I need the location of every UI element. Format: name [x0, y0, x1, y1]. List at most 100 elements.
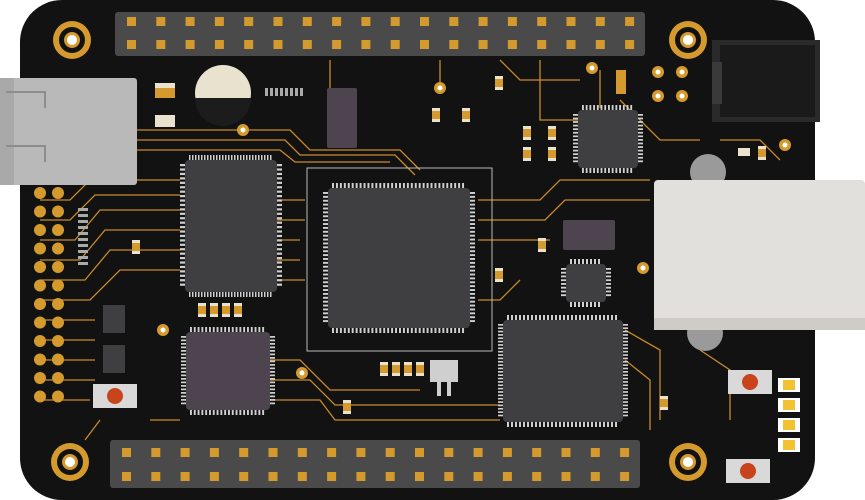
chip-pin — [469, 246, 475, 249]
chip-pin — [637, 114, 643, 116]
chip-pin — [335, 183, 338, 189]
chip-pin — [498, 347, 504, 350]
chip-pin — [180, 234, 186, 238]
chip-pin — [619, 105, 621, 111]
resistor-array-pin — [78, 262, 88, 265]
chip-pin — [469, 207, 475, 210]
chip-pin — [254, 327, 257, 333]
chip-pin — [563, 315, 565, 321]
chip-pin — [224, 409, 227, 415]
chip-pin — [579, 315, 581, 321]
chip-pin — [323, 265, 329, 268]
chip-pin — [181, 374, 187, 377]
chip-pin — [573, 156, 579, 159]
chip-pin — [622, 350, 628, 353]
chip-pin — [603, 421, 605, 427]
chip-pin — [209, 327, 211, 333]
chip-pin — [180, 212, 186, 215]
chip-pin — [276, 226, 282, 229]
chip-pin — [195, 291, 197, 297]
chip-pin — [258, 155, 260, 161]
chip-pin — [498, 364, 504, 366]
chip-pin — [323, 269, 329, 272]
via-hole — [160, 327, 166, 333]
chip-pin — [276, 283, 282, 286]
chip-pin — [598, 259, 600, 265]
chip-pin — [189, 155, 191, 161]
chip-pin — [269, 392, 275, 394]
edge-pad — [34, 224, 46, 236]
chip-pin — [543, 315, 545, 321]
copper-trace — [478, 279, 521, 301]
chip-pin — [607, 421, 609, 427]
chip-pin — [343, 327, 346, 333]
smd-component-body — [380, 365, 388, 373]
chip-pin — [276, 221, 282, 224]
chip-pin — [264, 155, 266, 161]
header-pin — [361, 40, 371, 49]
chip-pin — [555, 421, 557, 427]
header-pin — [478, 40, 488, 49]
integrated-circuits — [103, 105, 643, 427]
smd-component-body — [548, 150, 556, 158]
chip-pin — [181, 336, 187, 338]
chip-pin — [599, 315, 601, 321]
chip-pin — [579, 421, 581, 427]
copper-trace — [84, 419, 180, 441]
chip-pin — [180, 172, 186, 176]
chip-pin — [598, 301, 600, 307]
edge-pad — [52, 390, 64, 403]
chip-pin — [622, 384, 628, 387]
smd-component-body — [392, 365, 400, 373]
header-pin — [420, 17, 429, 26]
header-pin — [185, 40, 195, 49]
chip-pin — [498, 407, 504, 410]
chip-pin — [323, 219, 329, 222]
chip-pin — [276, 265, 282, 269]
chip-pin — [578, 301, 580, 307]
chip-pin — [359, 327, 362, 333]
chip-pin — [498, 397, 504, 400]
chip-pin — [181, 378, 187, 380]
header-pin — [122, 448, 131, 457]
chip-pin — [193, 409, 196, 415]
push-buttons — [93, 370, 772, 483]
chip-pin — [180, 248, 186, 251]
chip-pin — [567, 315, 569, 321]
resistor-array-pin — [300, 88, 303, 96]
header-pin — [385, 448, 395, 457]
chip-pin — [637, 135, 643, 138]
chip-pin — [469, 304, 475, 307]
copper-trace — [539, 60, 580, 121]
mounting-holes — [51, 21, 791, 481]
mounting-hole-center — [65, 457, 75, 467]
chip-pin — [591, 421, 593, 427]
header-pin — [566, 40, 576, 49]
chip-pin — [359, 183, 362, 189]
chip-pin — [379, 327, 382, 333]
chip-pin — [585, 105, 588, 111]
chip-pin — [240, 291, 242, 297]
chip-pin — [181, 392, 187, 394]
edge-pad — [34, 242, 46, 255]
header-pin — [273, 40, 283, 49]
chip-pin — [234, 155, 236, 161]
chip-pin — [243, 155, 245, 161]
chip-pin — [237, 155, 239, 161]
via-hole — [640, 265, 646, 271]
header-pin — [473, 472, 483, 481]
chip-pin — [622, 367, 628, 370]
edge-pad — [34, 187, 46, 199]
copper-trace — [270, 399, 500, 421]
header-pin — [332, 17, 342, 26]
header-pin — [356, 448, 366, 457]
chip-pin — [575, 421, 577, 427]
chip-pin — [498, 401, 504, 403]
chip-pin — [622, 387, 628, 390]
chip-pin — [611, 167, 614, 173]
edge-pad — [52, 187, 64, 199]
mounting-hole-center — [67, 35, 77, 45]
chip-pin — [605, 268, 611, 270]
chip-pin — [207, 155, 209, 161]
push-button-cap — [742, 374, 758, 390]
